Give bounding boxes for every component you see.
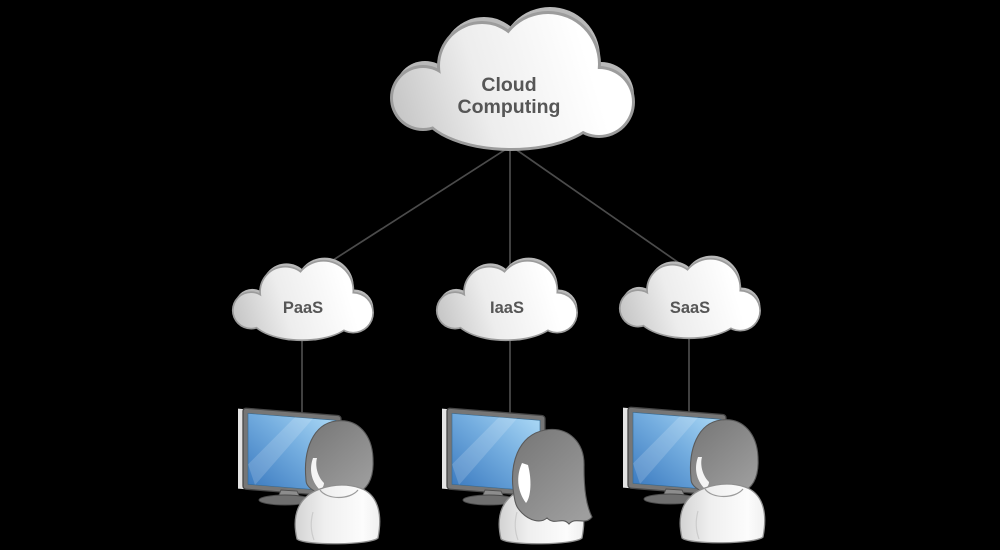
edge-root-to-saas — [510, 145, 693, 273]
root-node-label-line2: Computing — [458, 96, 561, 118]
edge-root-to-paas — [315, 145, 512, 272]
iaas-node-label: IaaS — [490, 299, 524, 317]
saas-node-label: SaaS — [670, 299, 710, 317]
root-node-label-line1: Cloud — [481, 74, 536, 96]
paas-node-label: PaaS — [283, 299, 323, 317]
